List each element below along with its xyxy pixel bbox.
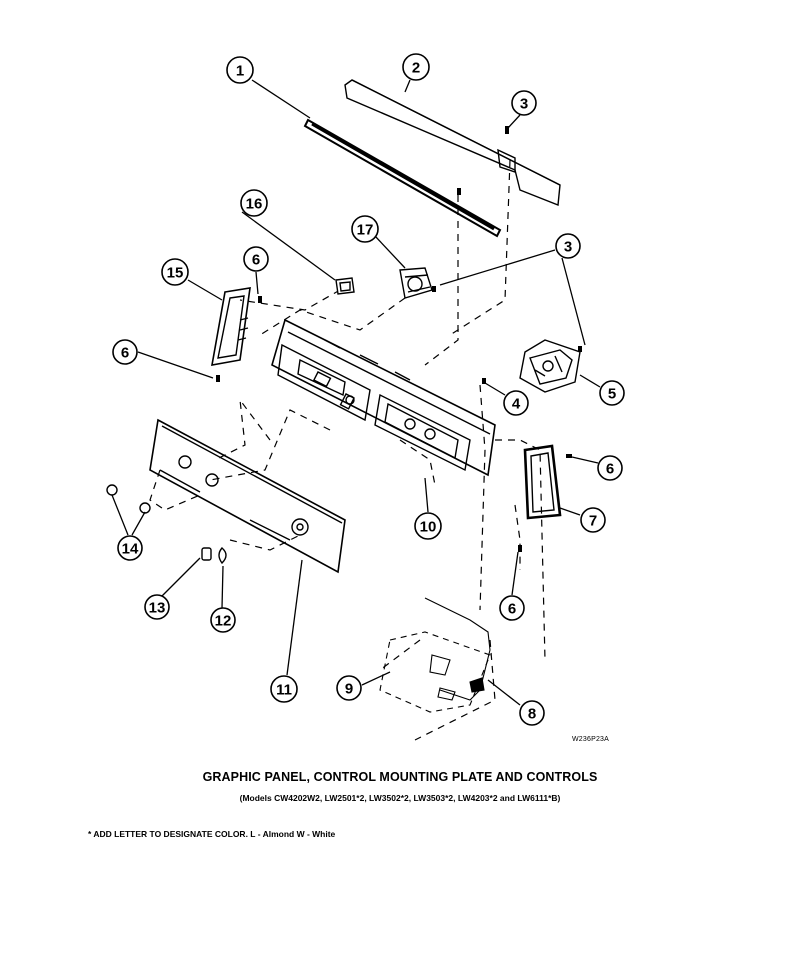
- diagram-title: GRAPHIC PANEL, CONTROL MOUNTING PLATE AN…: [202, 770, 598, 784]
- selector-switch-part: [399, 267, 433, 299]
- callout-8: 8: [519, 700, 545, 726]
- svg-text:4: 4: [512, 396, 521, 413]
- svg-text:10: 10: [420, 519, 437, 536]
- diagram-subtitle: (Models CW4202W2, LW2501*2, LW3502*2, LW…: [239, 793, 561, 803]
- callout-6-left: 6: [112, 339, 138, 365]
- svg-text:11: 11: [276, 682, 292, 699]
- callout-6-right: 6: [597, 455, 623, 481]
- callout-6-top: 6: [243, 246, 269, 272]
- svg-text:15: 15: [167, 265, 184, 282]
- svg-text:6: 6: [252, 252, 260, 269]
- harness-bracket-part: [379, 597, 491, 713]
- svg-text:8: 8: [528, 706, 536, 723]
- callout-5: 5: [599, 380, 625, 406]
- callout-1: 1: [226, 56, 254, 84]
- callout-13: 13: [144, 594, 170, 620]
- callout-17: 17: [351, 215, 379, 243]
- callout-10: 10: [414, 512, 442, 540]
- svg-text:1: 1: [236, 63, 244, 80]
- callout-4: 4: [503, 390, 529, 416]
- svg-text:16: 16: [246, 196, 263, 213]
- left-end-cap-part: [211, 287, 251, 366]
- assembly-guide-lines: [149, 159, 546, 741]
- trim-strip-part: [303, 118, 502, 238]
- console-cap-part: [344, 79, 561, 206]
- svg-text:3: 3: [564, 239, 572, 256]
- svg-text:7: 7: [589, 513, 597, 530]
- svg-text:9: 9: [345, 681, 353, 698]
- svg-text:5: 5: [608, 386, 616, 403]
- hardware-parts: [216, 126, 582, 552]
- switch-part: [335, 277, 355, 295]
- callout-2: 2: [402, 53, 430, 81]
- svg-text:6: 6: [606, 461, 614, 478]
- callout-11: 11: [270, 675, 298, 703]
- color-footnote: * ADD LETTER TO DESIGNATE COLOR. L - Alm…: [88, 829, 336, 839]
- callout-15: 15: [161, 258, 189, 286]
- callout-3-lower: 3: [555, 233, 581, 259]
- callout-14: 14: [117, 535, 143, 561]
- svg-text:6: 6: [121, 345, 129, 362]
- figure-code: W236P23A: [572, 736, 610, 743]
- svg-text:2: 2: [412, 60, 420, 77]
- graphic-panel-part: [149, 418, 346, 574]
- timer-part: [519, 339, 581, 393]
- svg-text:13: 13: [149, 600, 166, 617]
- svg-text:3: 3: [520, 96, 528, 113]
- exploded-parts-diagram: 1 2 3 3 4 5 6 6 6 6 7 8: [106, 53, 625, 741]
- callout-3-upper: 3: [511, 90, 537, 116]
- right-end-cap-part: [523, 444, 562, 520]
- callout-9: 9: [336, 675, 362, 701]
- callout-16: 16: [240, 189, 268, 217]
- svg-text:14: 14: [122, 541, 139, 558]
- callout-12: 12: [210, 607, 236, 633]
- svg-text:12: 12: [215, 613, 232, 630]
- svg-text:6: 6: [508, 601, 516, 618]
- callout-7: 7: [580, 507, 606, 533]
- control-mounting-plate-part: [271, 318, 496, 477]
- leader-lines: [111, 79, 601, 706]
- callout-6-bottom: 6: [499, 595, 525, 621]
- svg-text:17: 17: [357, 222, 374, 239]
